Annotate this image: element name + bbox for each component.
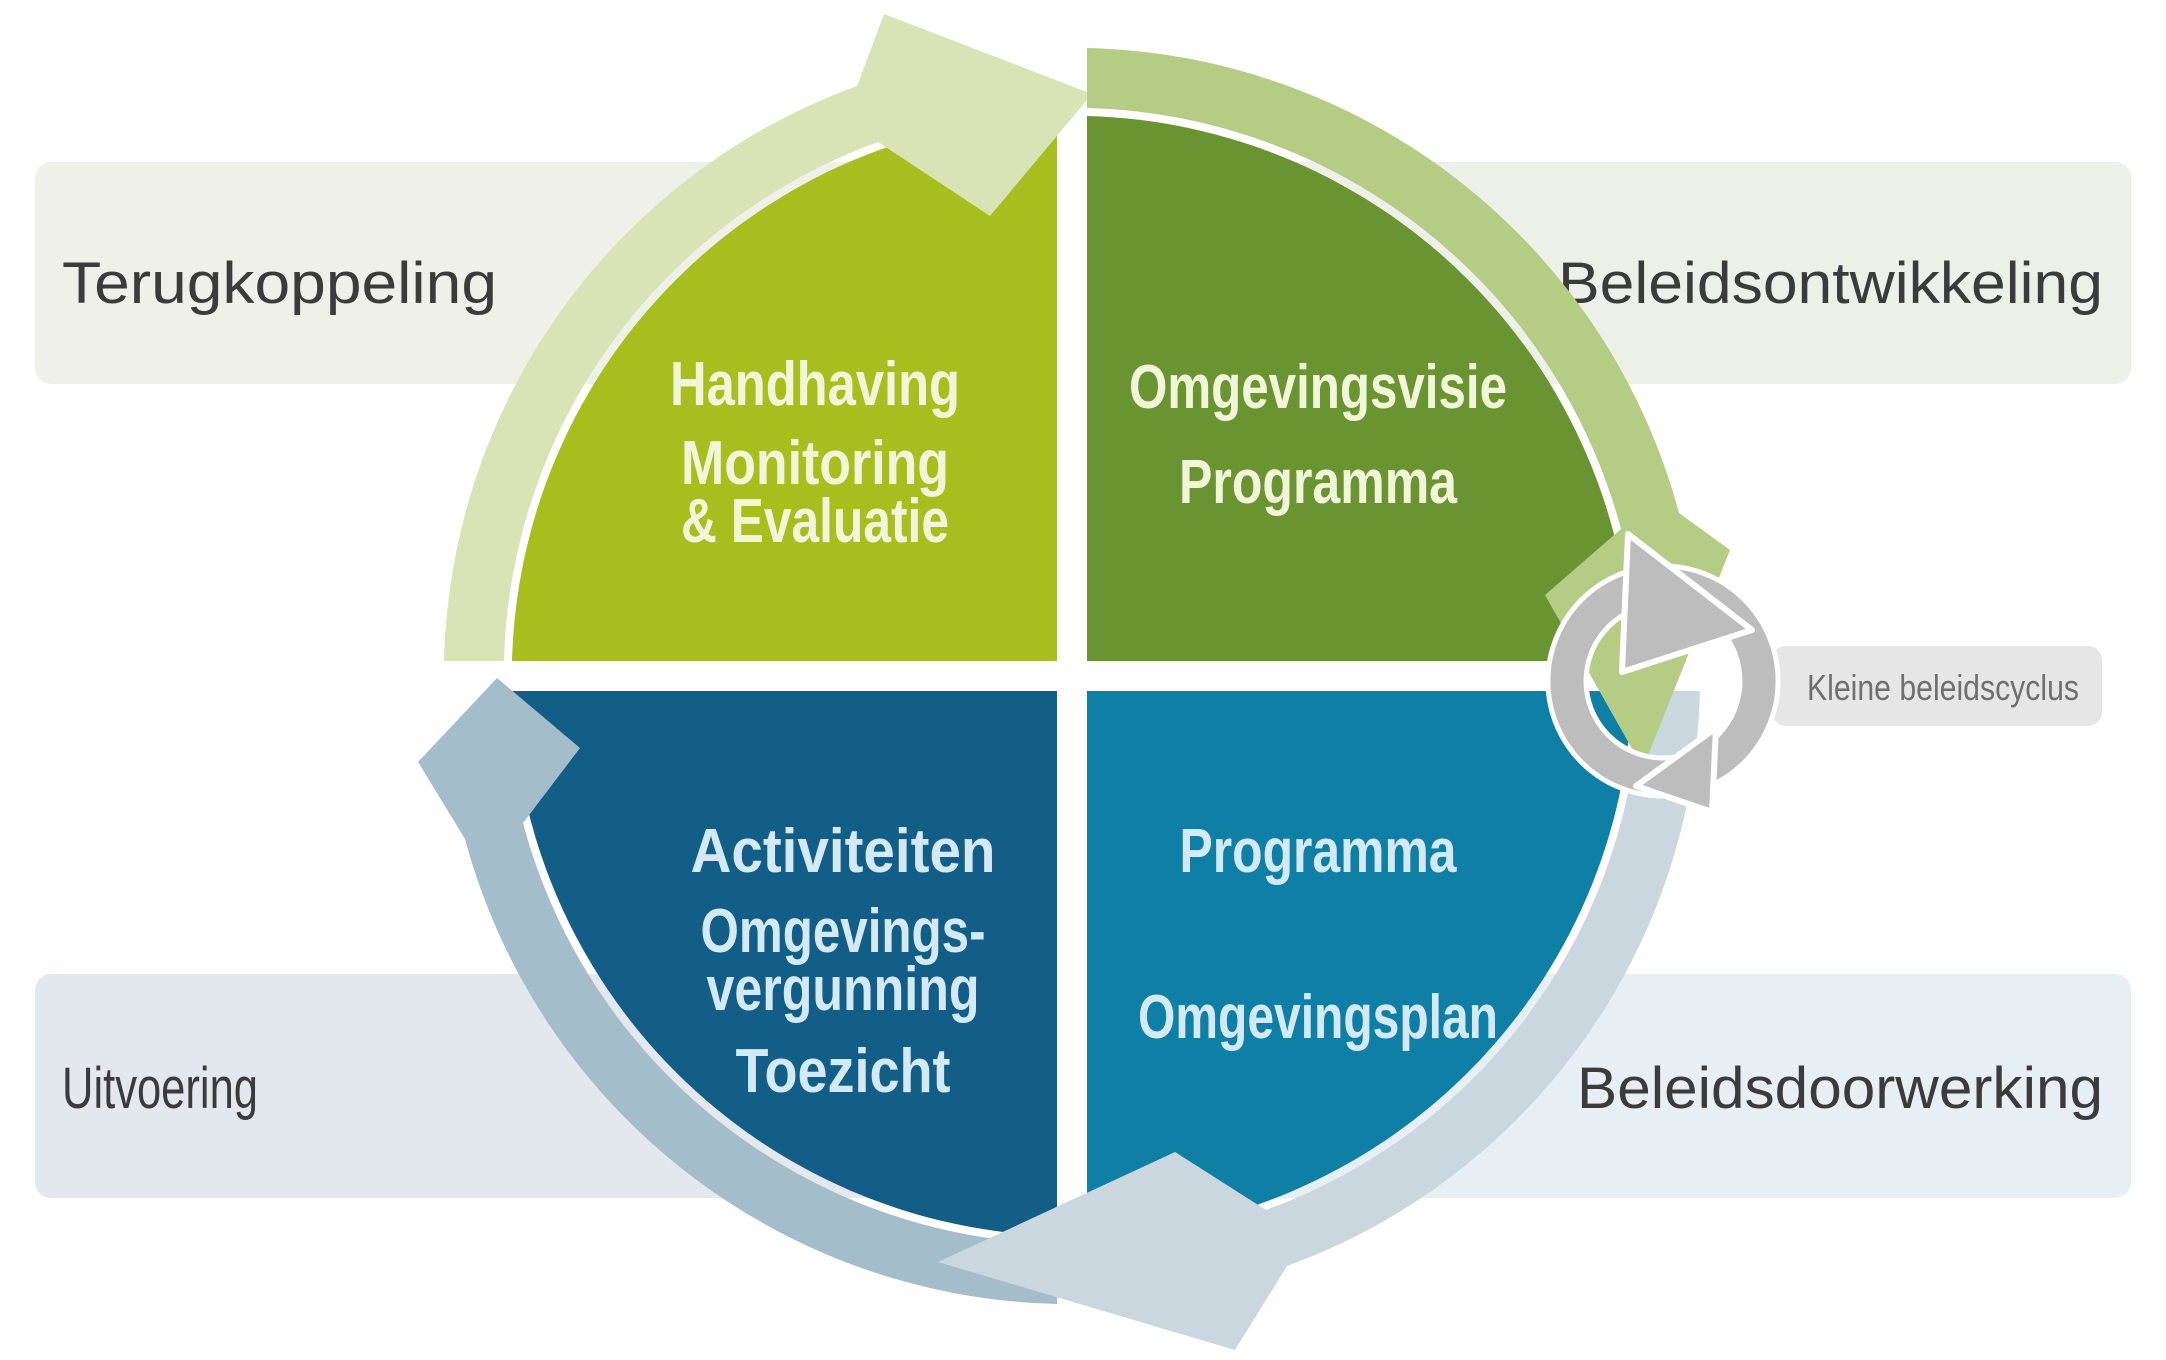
label-activiteiten: Activiteiten xyxy=(691,817,996,886)
quadrant-bottom-right-text: Programma Omgevingsplan xyxy=(1138,817,1498,1052)
cycle-arrow-bottom-right xyxy=(938,691,1700,1350)
label-monitoring: Monitoring xyxy=(681,429,949,498)
small-cycle-badge xyxy=(1772,646,2102,726)
quadrant-top-right-text: Omgevingsvisie Programma xyxy=(1129,353,1507,517)
label-evaluatie: & Evaluatie xyxy=(681,487,949,556)
cycle-arrow-top-left xyxy=(444,14,1092,661)
label-omgevings: Omgevings- xyxy=(701,897,986,966)
label-handhaving: Handhaving xyxy=(670,350,960,419)
quadrant-top-left-text: Handhaving Monitoring & Evaluatie xyxy=(670,350,960,556)
label-vergunning: vergunning xyxy=(707,955,980,1024)
label-programma-bottom: Programma xyxy=(1180,817,1457,886)
label-programma-top: Programma xyxy=(1179,448,1457,517)
small-cycle-arrowhead-bottom-icon xyxy=(1633,725,1719,815)
corner-label-beleidsontwikkeling: Beleidsontwikkeling xyxy=(1558,251,2103,316)
quadrant-bottom-left-text: Activiteiten Omgevings- vergunning Toezi… xyxy=(691,817,996,1106)
small-cycle-arrowhead-top-icon xyxy=(1619,531,1755,675)
quadrant-bottom-left-sector xyxy=(512,691,1057,1236)
corner-label-uitvoering: Uitvoering xyxy=(62,1056,258,1121)
small-cycle-badge-label: Kleine beleidscyclus xyxy=(1807,667,2079,708)
cycle-arrow-top-right xyxy=(1087,48,1730,768)
quadrant-top-right-sector xyxy=(1087,116,1632,661)
quadrant-bottom-right-sector xyxy=(1087,691,1632,1236)
label-omgevingsplan: Omgevingsplan xyxy=(1138,983,1498,1052)
quadrant-top-left-sector xyxy=(512,116,1057,661)
corner-label-terugkoppeling: Terugkoppeling xyxy=(62,251,497,316)
label-omgevingsvisie: Omgevingsvisie xyxy=(1129,353,1507,422)
corner-label-beleidsdoorwerking: Beleidsdoorwerking xyxy=(1577,1056,2103,1121)
label-toezicht: Toezicht xyxy=(736,1037,951,1106)
